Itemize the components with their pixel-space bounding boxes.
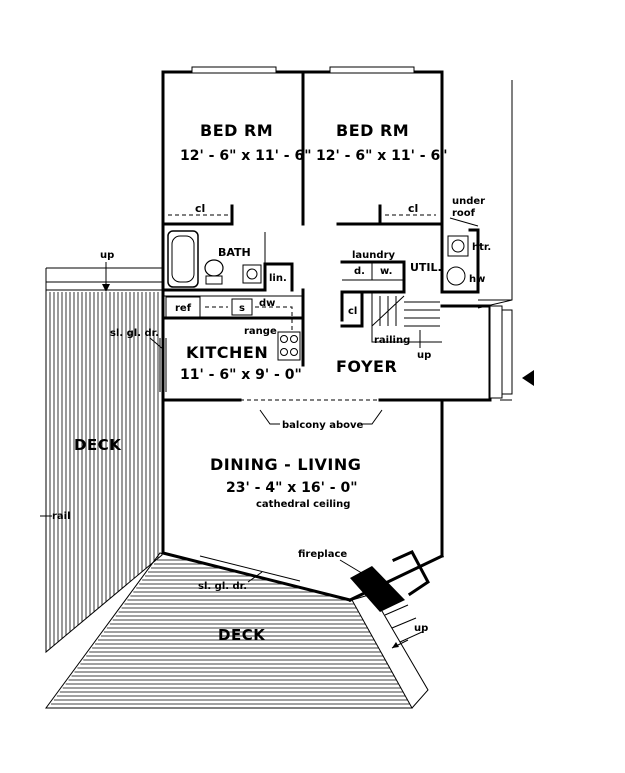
foyer-closet-label: cl bbox=[348, 306, 357, 317]
bath-label: BATH bbox=[218, 246, 251, 259]
kitchen-dims: 11' - 6" x 9' - 0" bbox=[180, 367, 302, 383]
range-burner-4 bbox=[290, 348, 298, 356]
rail-label: rail bbox=[52, 511, 71, 522]
bath: BATH lin. bbox=[161, 230, 294, 292]
entry-step bbox=[501, 309, 513, 395]
range-burner-3 bbox=[280, 348, 288, 356]
deck-west-up-label: up bbox=[100, 250, 114, 261]
south-stair-arrow-head bbox=[392, 642, 399, 648]
range-burner-2 bbox=[290, 335, 298, 343]
foyer: cl railing up FOYER bbox=[336, 290, 442, 376]
deck-south-up-label: up bbox=[414, 623, 428, 634]
bed2-label: BED RM bbox=[336, 121, 409, 140]
laundry-label: laundry bbox=[352, 250, 396, 261]
under-roof-line1: under bbox=[452, 196, 485, 207]
refrigerator bbox=[165, 296, 201, 318]
entry-landing bbox=[489, 305, 503, 399]
water-heater-icon bbox=[446, 266, 466, 286]
toilet-tank bbox=[205, 275, 223, 285]
entrance-arrow-icon bbox=[522, 370, 534, 386]
util-label: UTIL. bbox=[410, 261, 442, 274]
hotwater-label: hw bbox=[469, 274, 485, 285]
bed2-closet-label: cl bbox=[408, 202, 418, 215]
heater-icon bbox=[451, 239, 465, 253]
dishwasher-label: dw bbox=[259, 298, 275, 309]
bed1-closet-label: cl bbox=[195, 202, 205, 215]
bed1-dims: 12' - 6" x 11' - 6" bbox=[180, 148, 312, 164]
deck-west-up-arrow-icon bbox=[102, 284, 110, 292]
balcony-label: balcony above bbox=[282, 420, 364, 431]
washer-label: w. bbox=[380, 266, 392, 277]
bathtub-basin bbox=[171, 235, 195, 283]
dryer-label: d. bbox=[354, 266, 365, 277]
south-deck: DECK up bbox=[45, 552, 429, 709]
west-deck-annotations: up rail bbox=[40, 250, 114, 522]
bed1-label: BED RM bbox=[200, 121, 273, 140]
range-label: range bbox=[244, 326, 277, 337]
under-roof-line2: roof bbox=[452, 208, 476, 219]
toilet bbox=[204, 259, 224, 277]
west-deck: DECK bbox=[45, 267, 163, 654]
linen-label: lin. bbox=[269, 273, 287, 284]
kitchen: ref s dw range KITCHEN 11' - 6" x 9' - 0… bbox=[110, 288, 305, 392]
stair-up-label: up bbox=[417, 350, 431, 361]
range-burner-1 bbox=[280, 335, 288, 343]
kitchen-sliding-door-label: sl. gl. dr. bbox=[110, 328, 159, 339]
south-deck-label: DECK bbox=[218, 626, 266, 644]
ref-label: ref bbox=[175, 303, 192, 314]
dining-living-dims: 23' - 4" x 16' - 0" bbox=[226, 480, 358, 496]
fireplace-hearth bbox=[350, 566, 405, 612]
south-deck-hatch bbox=[50, 559, 410, 705]
kitchen-sink bbox=[231, 298, 253, 316]
bath-sink-bowl bbox=[246, 268, 258, 280]
dining-living-label: DINING - LIVING bbox=[210, 455, 361, 474]
foyer-label: FOYER bbox=[336, 357, 397, 376]
bedrooms: BED RM 12' - 6" x 11' - 6" cl BED RM 12'… bbox=[161, 70, 485, 227]
sink-label: s bbox=[239, 303, 245, 314]
living-sliding-door-label: sl. gl. dr. bbox=[198, 581, 247, 592]
bed2-dims: 12' - 6" x 11' - 6" bbox=[316, 148, 448, 164]
west-deck-hatch bbox=[49, 292, 159, 649]
kitchen-label: KITCHEN bbox=[186, 343, 268, 362]
window-bed2 bbox=[329, 66, 415, 74]
fireplace-label: fireplace bbox=[298, 549, 347, 560]
dining-living: balcony above DINING - LIVING 23' - 4" x… bbox=[161, 398, 444, 592]
window-bed1 bbox=[191, 66, 277, 74]
cathedral-ceiling-label: cathedral ceiling bbox=[256, 499, 350, 510]
west-deck-label: DECK bbox=[74, 436, 122, 454]
laundry-util: laundry d. w. UTIL. htr. hw bbox=[340, 228, 491, 294]
railing-label: railing bbox=[374, 335, 410, 346]
heater-label: htr. bbox=[472, 242, 491, 253]
